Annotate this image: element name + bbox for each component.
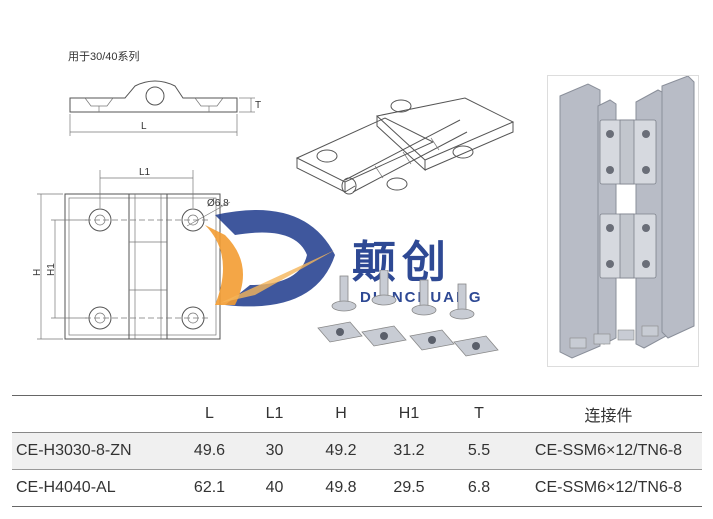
screws-and-nuts-image bbox=[317, 270, 499, 357]
cell-h1: 31.2 bbox=[393, 442, 425, 459]
spec-table: L L1 H H1 T 连接件 CE-H3030-8-ZN 49.6 30 49… bbox=[12, 395, 702, 507]
cell-t: 5.5 bbox=[467, 442, 491, 459]
brand-name-cn: 颠创 bbox=[352, 237, 452, 288]
cell-l1: 40 bbox=[265, 479, 284, 496]
header-connector: 连接件 bbox=[584, 408, 633, 425]
side-view-drawing: L T bbox=[69, 80, 261, 136]
cell-connector: CE-SSM6×12/TN6-8 bbox=[534, 442, 683, 459]
hole-diameter-label: Ø6.8 bbox=[207, 198, 229, 209]
table-row: CE-H3030-8-ZN 49.6 30 49.2 31.2 5.5 CE-S… bbox=[12, 432, 702, 470]
cell-h: 49.8 bbox=[325, 479, 357, 496]
cell-model: CE-H4040-AL bbox=[16, 479, 116, 496]
cell-l1: 30 bbox=[265, 442, 284, 459]
cell-model: CE-H3030-8-ZN bbox=[16, 442, 132, 459]
header-h: H bbox=[335, 405, 347, 422]
aluminum-profile-illustration bbox=[559, 75, 695, 359]
front-view-drawing: L1 Ø6.8 H H1 bbox=[32, 167, 231, 340]
h1-dimension-label: H1 bbox=[46, 263, 57, 276]
cell-h: 49.2 bbox=[325, 442, 357, 459]
header-h1: H1 bbox=[398, 405, 420, 422]
thickness-dimension-label: T bbox=[255, 100, 261, 111]
hinge-isometric-drawing bbox=[295, 97, 515, 195]
l1-dimension-label: L1 bbox=[139, 167, 151, 178]
assembly-photo bbox=[547, 75, 699, 367]
cell-h1: 29.5 bbox=[393, 479, 425, 496]
header-l1: L1 bbox=[265, 405, 284, 422]
cell-t: 6.8 bbox=[467, 479, 491, 496]
header-model bbox=[12, 396, 177, 433]
cell-l: 49.6 bbox=[193, 442, 226, 459]
header-l: L bbox=[205, 405, 214, 422]
table-row: CE-H4040-AL 62.1 40 49.8 29.5 6.8 CE-SSM… bbox=[12, 469, 702, 507]
length-dimension-label: L bbox=[141, 121, 147, 132]
cell-connector: CE-SSM6×12/TN6-8 bbox=[534, 479, 683, 496]
series-caption: 用于30/40系列 bbox=[68, 51, 140, 63]
brand-logo-mark bbox=[205, 210, 335, 307]
table-header-row: L L1 H H1 T 连接件 bbox=[12, 395, 702, 433]
header-t: T bbox=[474, 405, 484, 422]
cell-l: 62.1 bbox=[193, 479, 226, 496]
h-dimension-label: H bbox=[32, 269, 43, 276]
